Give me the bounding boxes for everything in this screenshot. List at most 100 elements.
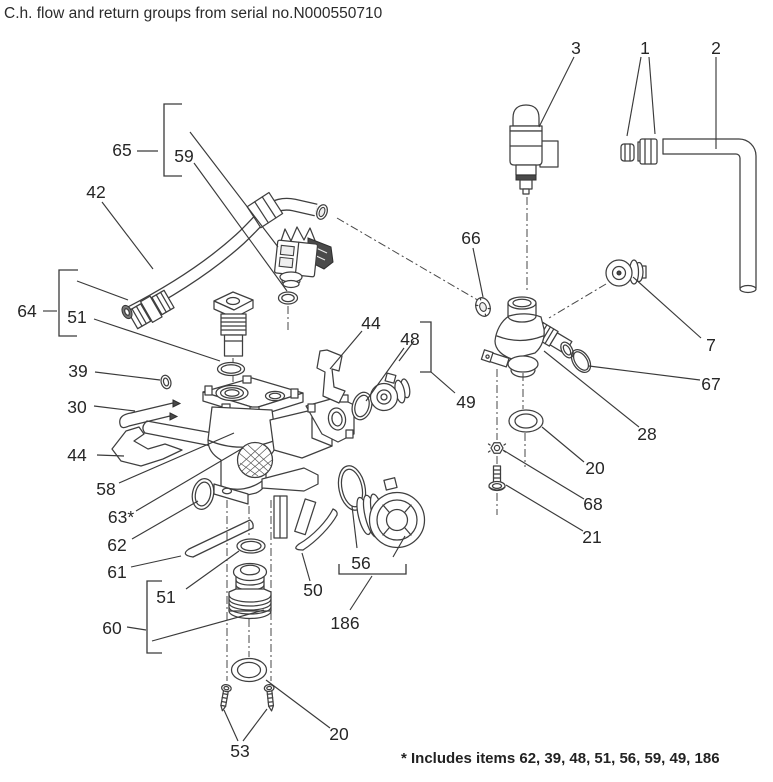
leader-line-67 — [588, 365, 701, 381]
leader-line-64 — [76, 280, 129, 301]
leader-line-60 — [126, 626, 147, 631]
part-label-67: 67 — [701, 374, 720, 394]
washer-66 — [474, 297, 492, 317]
leader-line-42 — [101, 201, 154, 270]
leader-line-59 — [193, 162, 288, 292]
o-ring-51-top — [216, 361, 246, 377]
part-label-56: 56 — [351, 553, 370, 573]
footnote: * Includes items 62, 39, 48, 51, 56, 59,… — [401, 750, 720, 767]
part-label-20: 20 — [329, 724, 349, 744]
return-group — [474, 104, 757, 492]
threaded-union-60 — [228, 562, 272, 620]
part-label-60: 60 — [102, 618, 122, 638]
part-label-3: 3 — [571, 38, 581, 58]
part-label-65: 65 — [112, 140, 131, 160]
air-vent-valve — [509, 104, 559, 195]
leader-line-7 — [632, 276, 702, 339]
leader-line-51 — [93, 318, 221, 362]
leader-line-48 — [365, 347, 405, 402]
leader-line-66 — [472, 247, 484, 298]
bracket-49 — [420, 321, 432, 373]
part-label-20: 20 — [585, 458, 605, 478]
return-pipe — [662, 138, 757, 294]
part-label-66: 66 — [461, 228, 480, 248]
leader-line-63* — [135, 447, 244, 512]
part-label-28: 28 — [637, 424, 656, 444]
return-manifold-body — [480, 296, 574, 378]
o-ring-67 — [570, 349, 592, 373]
part-label-51: 51 — [67, 307, 86, 327]
pump-cartridge-186 — [356, 477, 426, 549]
bracket-64 — [58, 269, 78, 337]
leader-line-50 — [301, 552, 311, 582]
leader-line-49 — [398, 340, 415, 362]
leader-line-20 — [265, 679, 331, 729]
leader-line-68 — [502, 449, 585, 500]
part-label-68: 68 — [583, 494, 602, 514]
leader-line-53 — [242, 708, 268, 742]
leader-line-53 — [223, 709, 239, 742]
flow-group — [111, 191, 426, 712]
leader-line-51 — [185, 550, 240, 590]
plug-7 — [605, 259, 647, 287]
part-label-42: 42 — [86, 182, 105, 202]
part-label-64: 64 — [17, 301, 37, 321]
leader-line-28 — [543, 350, 640, 428]
group-brackets — [58, 103, 432, 654]
leader-line-20 — [541, 426, 585, 463]
part-label-39: 39 — [68, 361, 87, 381]
part-label-21: 21 — [582, 527, 601, 547]
fork-clip-44-mid — [316, 349, 346, 404]
fork-clip-44-left — [111, 426, 183, 467]
part-label-53: 53 — [230, 741, 249, 761]
leader-line-58 — [118, 432, 235, 484]
gasket-20-right — [508, 409, 544, 433]
valve-body — [142, 375, 355, 539]
o-ring-39 — [160, 374, 172, 390]
o-ring-51-bottom — [236, 538, 266, 554]
leader-line-44 — [96, 454, 125, 457]
pin-61 — [184, 519, 254, 558]
retaining-pin-30 — [119, 399, 182, 429]
part-label-63*: 63* — [108, 507, 134, 527]
leader-line-3 — [538, 56, 575, 128]
leader-line-44 — [329, 330, 363, 370]
leader-line-60 — [151, 609, 265, 642]
part-label-58: 58 — [96, 479, 115, 499]
centerlines — [226, 197, 607, 681]
part-label-50: 50 — [303, 580, 323, 600]
screw-21 — [488, 465, 506, 492]
part-label-51: 51 — [156, 587, 175, 607]
bracket-56-186 — [338, 564, 407, 575]
pipe-fittings — [620, 138, 658, 165]
bracket-65 — [163, 103, 182, 177]
leader-line-39 — [94, 371, 161, 381]
leader-line-56 — [351, 505, 358, 549]
part-label-44: 44 — [67, 445, 87, 465]
o-ring-59 — [277, 291, 299, 305]
leader-line-59 — [189, 131, 279, 248]
leader-line-56 — [392, 535, 406, 558]
leader-line-186 — [349, 575, 373, 611]
part-label-30: 30 — [67, 397, 87, 417]
cartridge-49 — [369, 372, 411, 412]
leader-line-30 — [93, 405, 136, 412]
screws-53 — [220, 684, 275, 712]
pin-50 — [295, 508, 338, 551]
nut-68 — [487, 442, 507, 454]
part-label-186: 186 — [330, 613, 359, 633]
part-label-1: 1 — [640, 38, 650, 58]
leader-line-1 — [648, 56, 656, 135]
leader-line-21 — [505, 484, 584, 532]
part-label-59: 59 — [174, 146, 193, 166]
part-label-44: 44 — [361, 313, 381, 333]
leader-line-62 — [131, 500, 199, 540]
bypass-cartridge-64 — [213, 291, 254, 357]
part-label-49: 49 — [456, 392, 475, 412]
flow-switch-sensor — [274, 226, 334, 289]
o-ring-62 — [191, 478, 215, 510]
page-title: C.h. flow and return groups from serial … — [4, 5, 383, 22]
